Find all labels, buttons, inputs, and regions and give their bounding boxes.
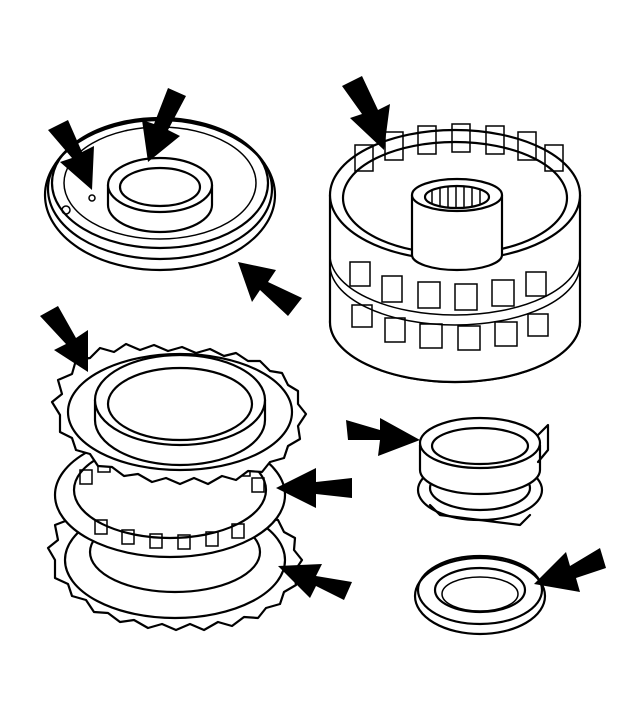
seal-plate-arrow-upper-center xyxy=(142,88,186,162)
seal-plate-arrow-upper-left xyxy=(48,120,94,190)
plate-stack-arrow-top-left xyxy=(40,306,88,372)
plate-stack-arrow-bottom-right xyxy=(278,564,352,600)
seal-plate-arrow-lower-right xyxy=(238,262,302,316)
clutch-housing-icon xyxy=(328,123,582,384)
coil-spring-icon xyxy=(416,416,550,527)
thrust-washer-arrow xyxy=(534,548,606,592)
clutch-housing-arrow xyxy=(342,76,390,150)
plate-stack-arrow-middle-right xyxy=(276,468,352,508)
clutch-plate-stack-icon xyxy=(46,342,308,632)
coil-spring-arrow xyxy=(346,418,420,456)
thrust-washer-icon xyxy=(413,554,547,636)
